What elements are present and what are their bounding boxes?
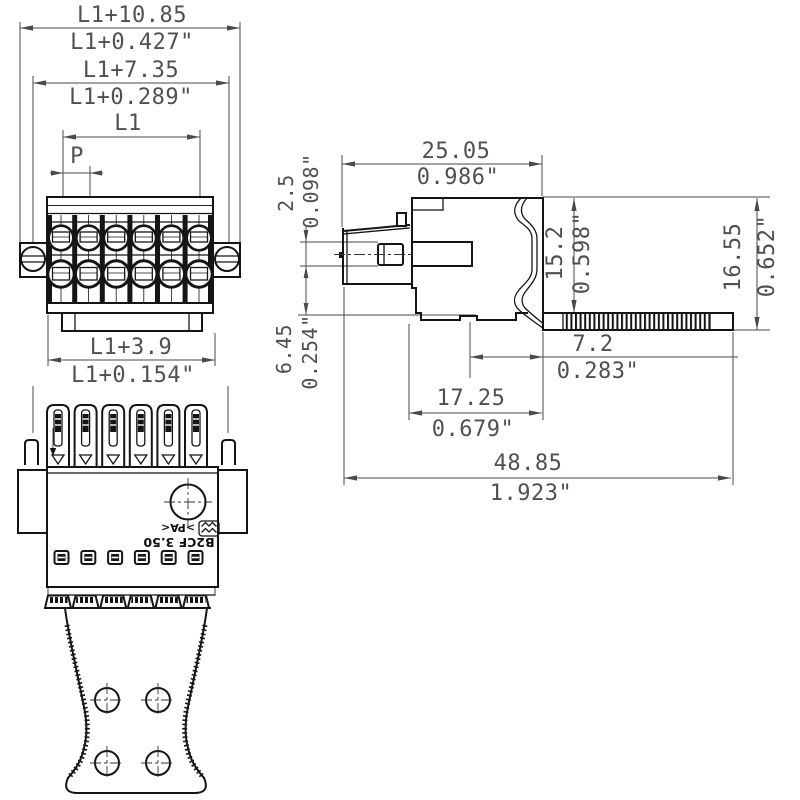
side-mating-contour	[513, 197, 545, 330]
dim-pin-width-inch: 0.098"	[299, 153, 323, 228]
front-right-screw	[214, 246, 240, 272]
dim-height-body-mm: 15.2	[543, 226, 568, 281]
bottom-left-wing	[17, 469, 48, 534]
bottom-right-wing	[217, 469, 248, 534]
dim-strip-offset-inch: 0.283"	[557, 359, 639, 384]
dim-pin-offset-inch: 0.254"	[298, 314, 322, 389]
dim-body-depth-inch: 0.679"	[432, 417, 514, 442]
dim-l1-body-inch: L1+0.154"	[71, 363, 195, 388]
bottom-right-peg	[221, 439, 236, 465]
front-view: L1+10.85 L1+0.427" L1+7.35 L1+0.289" L1 …	[19, 3, 241, 388]
part-marking: >PA< B2CF 3.50	[143, 520, 220, 550]
bottom-view: >PA< B2CF 3.50	[17, 386, 248, 795]
dim-height-total-mm: 16.55	[721, 223, 746, 292]
dim-pin-width-mm: 2.5	[274, 174, 298, 212]
dim-l1-total-mm: L1+10.85	[77, 3, 187, 28]
front-pole-terminals	[46, 215, 214, 303]
dim-depth-mm: 25.05	[422, 139, 491, 164]
dim-l1-screws-inch: L1+0.289"	[69, 85, 193, 110]
dim-total-length-inch: 1.923"	[490, 481, 572, 506]
side-body	[411, 197, 547, 330]
dim-pin-offset-mm: 6.45	[272, 324, 296, 374]
front-bottom-tab	[61, 312, 203, 332]
marking-part-number: B2CF 3.50	[143, 535, 214, 550]
bottom-interface-bumps	[43, 594, 211, 609]
strain-relief-holes	[90, 683, 175, 780]
strain-relief-handle	[61, 606, 211, 795]
dim-l1-mm: L1	[114, 111, 142, 136]
side-flange-block	[334, 212, 424, 285]
front-pole-separators	[47, 215, 213, 303]
weidmueller-logo-icon	[198, 520, 220, 537]
bottom-left-peg	[24, 439, 39, 465]
side-solder-strip	[542, 312, 734, 331]
dim-l1-body-mm: L1+3.9	[90, 335, 172, 360]
front-left-screw	[20, 246, 46, 272]
dim-height-total-inch: 0.652"	[755, 215, 780, 297]
bottom-test-points	[53, 550, 204, 565]
marking-material: >PA<	[161, 521, 195, 534]
side-conductor-entry	[411, 241, 473, 267]
bottom-interface-strip	[47, 586, 216, 596]
bottom-plungers	[46, 404, 208, 468]
dim-pitch-mm: P	[70, 144, 84, 169]
dim-height-body-inch: 0.598"	[570, 212, 595, 294]
side-view: 25.05 0.986" 2.5 0.098" 6.45 0.254" 15.2…	[272, 139, 780, 506]
dim-strip-offset-mm: 7.2	[572, 332, 613, 357]
dim-l1-total-inch: L1+0.427"	[70, 30, 194, 55]
dim-total-length-mm: 48.85	[494, 451, 563, 476]
dim-l1-screws-mm: L1+7.35	[83, 58, 179, 83]
dim-depth-inch: 0.986"	[417, 165, 499, 190]
dim-body-depth-mm: 17.25	[437, 386, 506, 411]
